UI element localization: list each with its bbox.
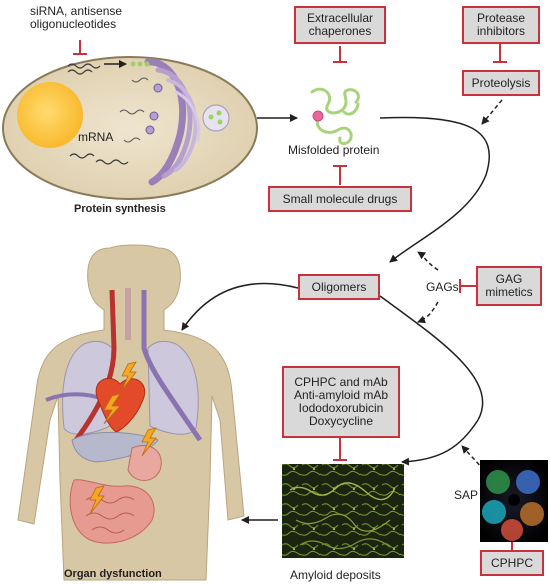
cphpc-box: CPHPC [480,550,544,576]
box-line: mimetics [485,285,533,299]
small-molecule-drugs-box: Small molecule drugs [268,186,412,212]
box-line: Oligomers [311,279,367,294]
gags-dashed-arrows [417,251,439,324]
amyloid-therapies-inhibitor-mark [333,438,347,461]
proteolysis-box: Proteolysis [462,70,540,96]
arrow-protein-to-oligomers [379,116,491,263]
sirna-label-line2: oligonucleotides [30,17,117,31]
mrna-label: mRNA [78,130,114,144]
nascent-peptide [130,61,150,67]
box-line: GAG [495,272,523,286]
arrow-oligomers-to-amyloid [379,295,484,466]
er-strands [119,77,149,143]
ribosomes [145,83,163,135]
box-line: Iododoxorubicin [298,401,384,415]
box-line: Proteolysis [471,75,531,90]
sap-structure-image [480,460,548,542]
gag-mimetics-box: GAG mimetics [476,266,542,306]
protease-inhibitor-mark [493,44,507,63]
box-line: inhibitors [476,24,526,38]
lungs [62,340,199,435]
mrna-strands [67,63,129,165]
protease-inhibitors-box: Protease inhibitors [462,6,540,44]
misfolded-protein-icon [310,87,360,146]
box-line: Protease [476,11,526,25]
nucleus [17,82,83,148]
box-line: Anti-amyloid mAb [293,388,389,402]
box-line: Extracellular [306,11,374,25]
chaperones-inhibitor-mark [333,46,347,63]
sap-label: SAP [454,488,479,502]
sap-dashed-arrow [461,445,485,471]
amyloid-deposits-image [282,464,404,558]
vesicle [202,104,230,132]
gag-mimetics-inhibitor-mark [459,279,476,293]
sirna-inhibitor-mark [73,40,87,55]
misfolded-protein-label: Misfolded protein [288,143,380,157]
arrow-oligomers-to-organ [181,282,299,331]
protein-synthesis-label: Protein synthesis [74,203,166,215]
box-line: Doxycycline [308,414,374,428]
proteolysis-arrow [481,99,503,125]
gags-label: GAGs [426,280,459,294]
sirna-label-line1: siRNA, antisense [30,4,123,18]
organ-dysfunction-label: Organ dysfunction [64,568,162,580]
amyloid-deposits-label: Amyloid deposits [290,568,381,582]
box-line: Small molecule drugs [282,191,398,206]
extracellular-chaperones-box: Extracellular chaperones [294,6,386,44]
small-molecule-inhibitor-mark [333,165,347,185]
lightning-icon [89,361,157,515]
amyloid-therapies-box: CPHPC and mAb Anti-amyloid mAb Iododoxor… [282,366,400,438]
golgi-apparatus [144,58,201,186]
box-line: chaperones [308,24,372,38]
oligomers-box: Oligomers [298,274,380,300]
box-line: CPHPC and mAb [294,375,388,389]
box-line: CPHPC [490,555,533,570]
